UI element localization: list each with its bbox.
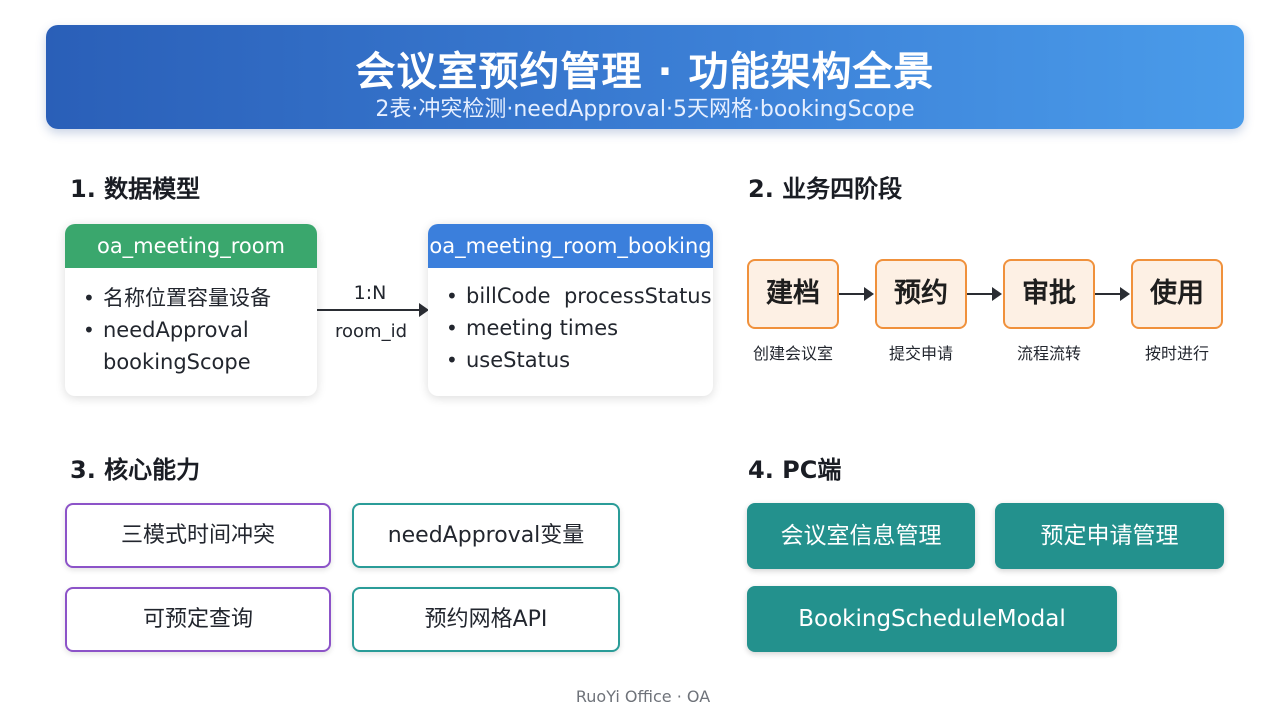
booking-field: meeting times <box>446 312 697 344</box>
booking-field: billCode processStatus <box>446 280 712 312</box>
stage-arrow-head-icon <box>1120 287 1130 301</box>
booking-field: useStatus <box>446 344 697 376</box>
relation-arrow-head-icon <box>419 303 429 317</box>
stage-approve: 审批 <box>1003 259 1095 329</box>
section-title-stages: 2. 业务四阶段 <box>748 175 903 203</box>
stage-arrow-line <box>967 293 993 295</box>
room-table-name: oa_meeting_room <box>65 224 317 268</box>
capability-time-conflict: 三模式时间冲突 <box>65 503 331 568</box>
section-title-pc: 4. PC端 <box>748 456 842 484</box>
room-table-card: oa_meeting_room 名称位置容量设备 needApproval bo… <box>65 224 317 396</box>
capability-grid-api: 预约网格API <box>352 587 620 652</box>
pc-booking-request-management[interactable]: 预定申请管理 <box>995 503 1224 569</box>
stage-use-desc: 按时进行 <box>1144 344 1209 363</box>
booking-table-name: oa_meeting_room_booking <box>428 224 713 268</box>
stage-create-desc: 创建会议室 <box>752 344 833 363</box>
pc-room-info-management[interactable]: 会议室信息管理 <box>747 503 975 569</box>
booking-table-card: oa_meeting_room_booking billCode process… <box>428 224 713 396</box>
room-field: needApproval bookingScope <box>83 314 301 378</box>
stage-approve-desc: 流程流转 <box>1016 344 1081 363</box>
capability-availability-query: 可预定查询 <box>65 587 331 652</box>
stage-arrow-line <box>839 293 865 295</box>
room-field: 名称位置容量设备 <box>83 282 301 314</box>
page-title: 会议室预约管理 · 功能架构全景 <box>355 49 935 95</box>
stage-arrow-line <box>1095 293 1121 295</box>
footer-text: RuoYi Office · OA <box>575 687 711 706</box>
section-title-data-model: 1. 数据模型 <box>70 175 201 203</box>
header-banner: 会议室预约管理 · 功能架构全景 2表·冲突检测·needApproval·5天… <box>46 25 1244 129</box>
stage-create: 建档 <box>747 259 839 329</box>
relation-cardinality: 1:N <box>353 282 387 304</box>
relation-key: room_id <box>335 321 407 342</box>
relation-arrow-line <box>317 309 421 311</box>
stage-book: 预约 <box>875 259 967 329</box>
stage-arrow-head-icon <box>864 287 874 301</box>
booking-table-fields: billCode processStatus meeting times use… <box>446 280 712 376</box>
stage-arrow-head-icon <box>992 287 1002 301</box>
stage-book-desc: 提交申请 <box>888 344 953 363</box>
stage-use: 使用 <box>1131 259 1223 329</box>
capability-need-approval: needApproval变量 <box>352 503 620 568</box>
page-subtitle: 2表·冲突检测·needApproval·5天网格·bookingScope <box>375 97 915 122</box>
room-table-fields: 名称位置容量设备 needApproval bookingScope <box>83 282 301 378</box>
pc-booking-schedule-modal[interactable]: BookingScheduleModal <box>747 586 1117 652</box>
section-title-capabilities: 3. 核心能力 <box>70 456 201 484</box>
